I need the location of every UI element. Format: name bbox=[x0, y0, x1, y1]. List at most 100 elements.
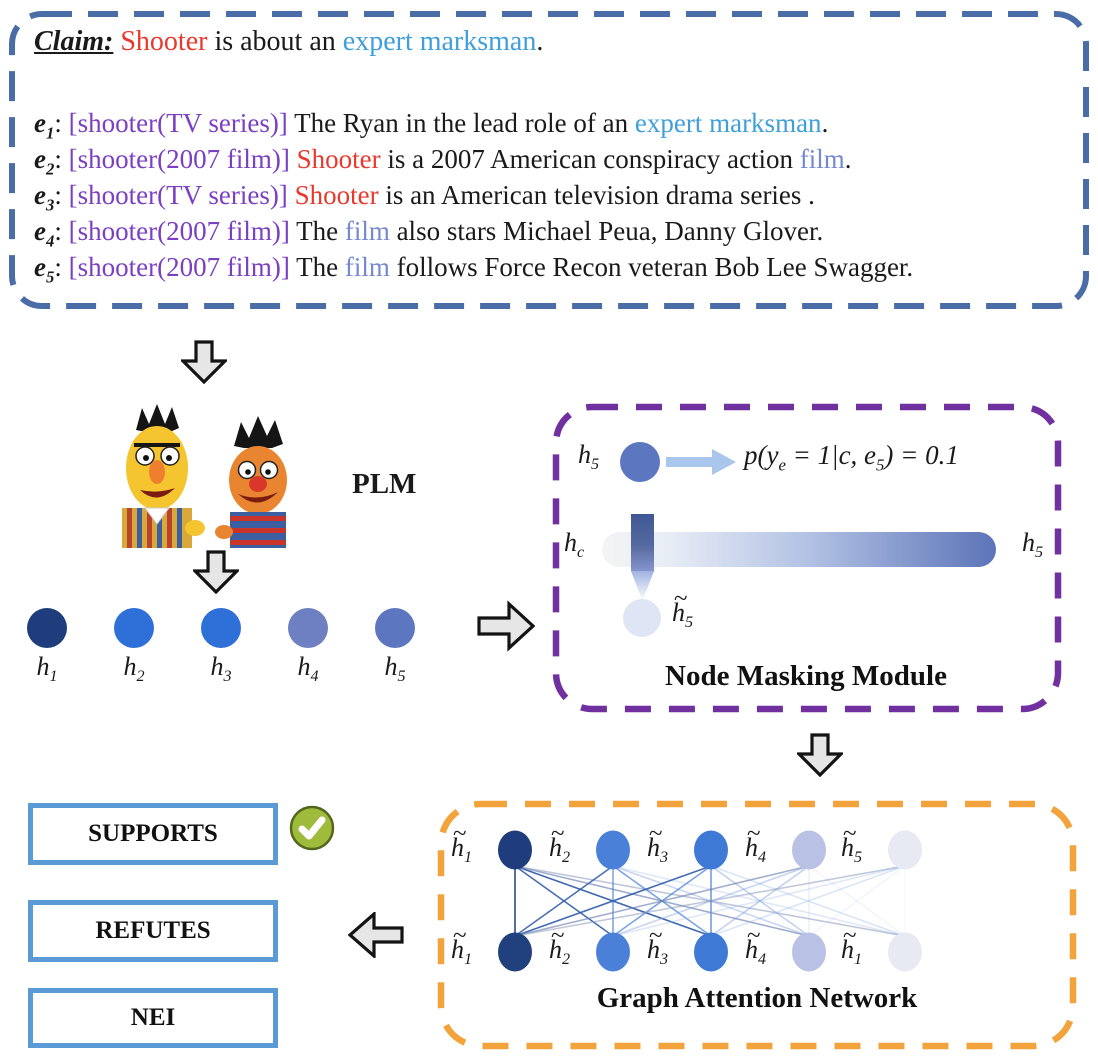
masking-gradient-bar bbox=[602, 532, 996, 567]
evidence-id: e1 bbox=[34, 108, 54, 138]
evidence-id-base: e bbox=[34, 180, 46, 210]
down-arrow-icon bbox=[193, 550, 239, 594]
evidence-id: e4 bbox=[34, 216, 54, 246]
gat-bottom-node-h1 bbox=[498, 933, 532, 972]
verdict-supports-label: SUPPORTS bbox=[88, 820, 218, 848]
evidence-text-segment: [shooter(2007 film)] bbox=[69, 252, 290, 282]
evidence-line-e5: e5: [shooter(2007 film)] The film follow… bbox=[34, 252, 913, 283]
evidence-line-e4: e4: [shooter(2007 film)] The film also s… bbox=[34, 216, 823, 247]
plm-node-h2 bbox=[114, 608, 154, 648]
evidence-text-segment: film bbox=[800, 144, 845, 174]
tilde-mark: ~ bbox=[453, 820, 467, 848]
gat-bottom-node-label-h1: ~h1 bbox=[841, 935, 862, 965]
gat-top-node-h3 bbox=[694, 831, 728, 870]
bert-ernie-plm-image bbox=[100, 400, 320, 548]
masking-slider-handle[interactable] bbox=[631, 514, 654, 571]
tilde-mark: ~ bbox=[453, 922, 467, 950]
evidence-text-segment: The bbox=[290, 216, 345, 246]
evidence-text-segment: Shooter bbox=[295, 180, 379, 210]
evidence-line-e3: e3: [shooter(TV series)] Shooter is an A… bbox=[34, 180, 815, 211]
h-sub: 3 bbox=[660, 849, 668, 866]
h-sub: 3 bbox=[660, 951, 668, 968]
evidence-text-segment: is an American television drama series . bbox=[379, 180, 815, 210]
evidence-id-base: e bbox=[34, 144, 46, 174]
h-sub: 5 bbox=[397, 668, 405, 685]
masked-h5-node bbox=[623, 599, 661, 637]
verdict-supports: SUPPORTS bbox=[28, 803, 278, 865]
h-sub: 1 bbox=[464, 849, 472, 866]
h-sub: 4 bbox=[758, 951, 766, 968]
gat-top-node-h1 bbox=[498, 831, 532, 870]
evidence-id: e2 bbox=[34, 144, 54, 174]
h-base: h bbox=[384, 652, 397, 681]
plm-node-label-h1: h1 bbox=[17, 652, 77, 682]
evidence-line-e1: e1: [shooter(TV series)] The Ryan in the… bbox=[34, 108, 828, 139]
h-sub: 1 bbox=[464, 951, 472, 968]
gat-title: Graph Attention Network bbox=[437, 982, 1077, 1015]
evidence-text-segment: . bbox=[845, 144, 852, 174]
plm-label: PLM bbox=[352, 468, 416, 501]
right-arrow-icon bbox=[477, 600, 535, 652]
evidence-text-segment: The bbox=[290, 252, 345, 282]
evidence-separator: : bbox=[54, 180, 68, 210]
tilde-mark: ~ bbox=[649, 820, 663, 848]
evidence-id: e5 bbox=[34, 252, 54, 282]
evidence-text-segment: [shooter(2007 film)] bbox=[69, 216, 290, 246]
evidence-text-segment: is a 2007 American conspiracy action bbox=[381, 144, 800, 174]
gat-bottom-node-label-h1: ~h1 bbox=[451, 935, 472, 965]
claim-label: Claim: bbox=[34, 26, 113, 57]
down-arrow-icon bbox=[181, 340, 227, 384]
h-sub: 2 bbox=[562, 951, 570, 968]
h-sub: 5 bbox=[854, 849, 862, 866]
claim-text-segment: . bbox=[536, 26, 543, 57]
tilde-mark: ~ bbox=[843, 922, 857, 950]
verdict-refutes-label: REFUTES bbox=[95, 917, 210, 945]
evidence-text-segment: [shooter(TV series)] bbox=[69, 108, 288, 138]
tilde-mark: ~ bbox=[747, 922, 761, 950]
blue-right-arrow-icon bbox=[666, 446, 738, 478]
plm-node-h3 bbox=[201, 608, 241, 648]
evidence-text-segment: Shooter bbox=[297, 144, 381, 174]
gat-top-node-label-h5: ~h5 bbox=[841, 833, 862, 863]
evidence-text-segment: [shooter(2007 film)] bbox=[69, 144, 290, 174]
evidence-text-segment: expert marksman bbox=[635, 108, 822, 138]
mask-probability-formula: p(ye = 1|c, e5) = 0.1 bbox=[744, 440, 959, 471]
gat-top-node-label-h1: ~h1 bbox=[451, 833, 472, 863]
h-sub: 1 bbox=[854, 951, 862, 968]
plm-node-label-h3: h3 bbox=[191, 652, 251, 682]
gat-bottom-node-label-h2: ~h2 bbox=[549, 935, 570, 965]
claim-text-segment: Shooter bbox=[113, 26, 207, 57]
evidence-separator: : bbox=[54, 144, 68, 174]
h-sub: 1 bbox=[49, 668, 57, 685]
verdict-refutes: REFUTES bbox=[28, 900, 278, 962]
tilde-mark: ~ bbox=[843, 820, 857, 848]
gat-top-node-h5 bbox=[888, 831, 922, 870]
gat-bottom-node-h2 bbox=[596, 933, 630, 972]
gat-bottom-node-label-h3: ~h3 bbox=[647, 935, 668, 965]
evidence-text-segment bbox=[288, 180, 295, 210]
h-sub: 4 bbox=[310, 668, 318, 685]
tilde-mark: ~ bbox=[551, 922, 565, 950]
tilde-mark: ~ bbox=[649, 922, 663, 950]
evidence-separator: : bbox=[54, 252, 68, 282]
gat-bottom-node-h3 bbox=[694, 933, 728, 972]
claim-text-segment: is about an bbox=[207, 26, 342, 57]
claim-line: Claim: Shooter is about an expert marksm… bbox=[34, 26, 543, 58]
h-sub: 2 bbox=[562, 849, 570, 866]
evidence-text-segment bbox=[290, 144, 297, 174]
plm-node-h5 bbox=[375, 608, 415, 648]
evidence-line-e2: e2: [shooter(2007 film)] Shooter is a 20… bbox=[34, 144, 851, 175]
h-base: h bbox=[297, 652, 310, 681]
h-sub: 4 bbox=[758, 849, 766, 866]
evidence-text-segment: film bbox=[345, 252, 390, 282]
h-sub: 3 bbox=[223, 668, 231, 685]
gat-bottom-node-label-h4: ~h4 bbox=[745, 935, 766, 965]
gat-top-node-h2 bbox=[596, 831, 630, 870]
gat-bottom-node-h1 bbox=[888, 933, 922, 972]
evidence-id-base: e bbox=[34, 108, 46, 138]
plm-node-label-h2: h2 bbox=[104, 652, 164, 682]
evidence-id-base: e bbox=[34, 216, 46, 246]
claim-text: Shooter is about an expert marksman. bbox=[113, 26, 543, 57]
claim-text-segment: expert marksman bbox=[343, 26, 537, 57]
